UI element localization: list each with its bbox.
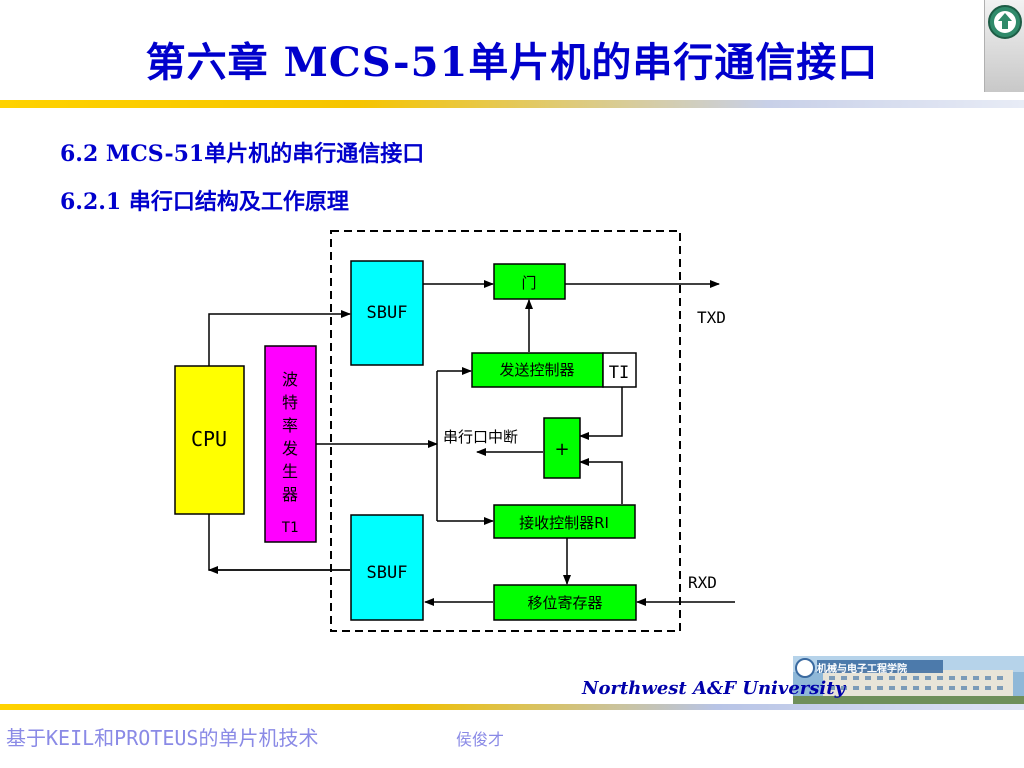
slide-title: 第六章 MCS-51单片机的串行通信接口 bbox=[145, 39, 879, 86]
send-controller-block bbox=[471, 352, 604, 388]
ri-to-or-line bbox=[579, 458, 623, 504]
home-button[interactable] bbox=[984, 0, 1024, 92]
or-gate-label: + bbox=[554, 439, 569, 460]
title-divider bbox=[0, 100, 1024, 108]
cpu-label: CPU bbox=[191, 427, 227, 451]
serial-interrupt-label: 串行口中断 bbox=[443, 428, 518, 446]
campus-building-image bbox=[793, 656, 1024, 704]
campus-photo: 机械与电子工程学院 bbox=[793, 656, 1024, 704]
shift-register-label: 移位寄存器 bbox=[527, 594, 602, 612]
rxd-label: RXD bbox=[688, 573, 717, 592]
baud-rate-generator-block bbox=[264, 345, 317, 543]
author-name: 侯俊才 bbox=[456, 730, 505, 749]
receive-controller-label: 接收控制器RI bbox=[519, 514, 609, 532]
subsection-heading: 6.2.1 串行口结构及工作原理 bbox=[60, 189, 349, 215]
gate-block bbox=[493, 263, 566, 300]
sbuf-transmit-block bbox=[350, 260, 424, 366]
baud-label-char-6: 器 bbox=[282, 485, 298, 504]
send-controller-label: 发送控制器 bbox=[499, 361, 574, 379]
ti-flag-label: TI bbox=[609, 363, 629, 383]
sbuf-receive-block bbox=[350, 514, 424, 621]
course-name: 基于KEIL和PROTEUS的单片机技术 bbox=[6, 726, 319, 750]
sbuf-transmit-label: SBUF bbox=[367, 303, 408, 323]
serial-port-boundary bbox=[330, 230, 681, 632]
baud-label-char-3: 率 bbox=[282, 416, 298, 435]
shift-register-block bbox=[493, 584, 637, 621]
ti-to-or-line bbox=[579, 387, 623, 440]
gate-label: 门 bbox=[521, 274, 536, 292]
baud-label-t1: T1 bbox=[282, 520, 299, 536]
cpu-to-sbuf-line bbox=[208, 310, 351, 366]
sbuf-receive-label: SBUF bbox=[367, 563, 408, 583]
baud-label-char-5: 生 bbox=[282, 462, 298, 481]
txd-label: TXD bbox=[697, 308, 726, 327]
ti-flag-block bbox=[602, 352, 637, 388]
baud-label-char-2: 特 bbox=[282, 393, 298, 412]
footer-divider bbox=[0, 704, 1024, 710]
section-heading: 6.2 MCS-51单片机的串行通信接口 bbox=[60, 141, 425, 167]
baud-label-char-1: 波 bbox=[282, 370, 298, 389]
university-name: Northwest A&F University bbox=[582, 678, 846, 699]
receive-controller-block bbox=[493, 504, 636, 539]
baud-label-char-4: 发 bbox=[282, 439, 298, 458]
cpu-block bbox=[174, 365, 245, 515]
or-gate-block bbox=[543, 417, 581, 479]
college-logo-text: 机械与电子工程学院 bbox=[817, 664, 907, 675]
home-up-icon bbox=[988, 5, 1022, 39]
